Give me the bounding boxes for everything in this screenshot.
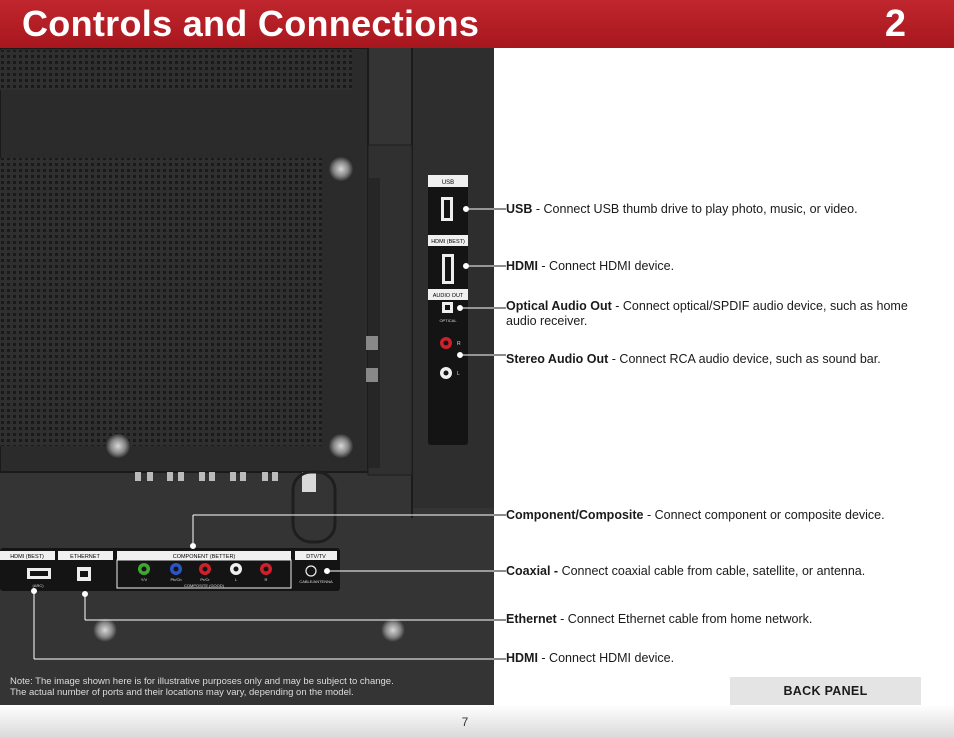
arc-label: (ARC) [32,583,44,588]
tv-back-panel-illustration: USB HDMI (BEST) AUDIO OUT OPTICAL R L HD… [0,48,494,705]
usb-text: - Connect USB thumb drive to play photo,… [532,202,858,216]
y-v-label: Y/V [141,577,148,582]
stereo-audio-term: Stereo Audio Out [506,352,609,366]
pr-cr-label: Pr/Cr [200,577,210,582]
hdmi-bottom-text: - Connect HDMI device. [537,651,675,665]
usb-term: USB [506,202,533,216]
side-usb-label: USB [442,180,454,186]
coaxial-description: Coaxial - Connect coaxial cable from cab… [506,564,946,579]
r-label: R [265,577,268,582]
illustration-note: Note: The image shown here is for illust… [10,676,394,698]
hdmi-side-description: HDMI - Connect HDMI device. [506,259,926,274]
side-optical-label: OPTICAL [439,318,457,323]
page-title: Controls and Connections [22,3,480,44]
side-audio-out-label: AUDIO OUT [433,293,464,299]
hdmi-side-text: - Connect HDMI device. [537,259,675,273]
chapter-number: 2 [884,3,906,45]
ethernet-label: ETHERNET [70,554,100,560]
optical-audio-description: Optical Audio Out - Connect optical/SPDI… [506,299,926,329]
composite-label: COMPOSITE (GOOD) [184,583,225,588]
stereo-audio-text: - Connect RCA audio device, such as soun… [608,352,881,366]
optical-audio-term: Optical Audio Out [506,299,612,313]
page-number: 7 [461,715,469,729]
dtv-tv-label: DTV/TV [306,554,326,560]
optical-audio-text: - Connect optical/SPDIF audio device, su… [506,299,908,328]
stereo-audio-description: Stereo Audio Out - Connect RCA audio dev… [506,352,946,367]
callout-line-extensions [494,208,506,660]
component-description: Component/Composite - Connect component … [506,508,946,523]
usb-description: USB - Connect USB thumb drive to play ph… [506,202,926,217]
note-line-2: The actual number of ports and their loc… [10,687,354,698]
ethernet-text: - Connect Ethernet cable from home netwo… [556,612,813,626]
hdmi-bottom-term: HDMI [506,651,538,665]
tv-back-panel-photo: USB HDMI (BEST) AUDIO OUT OPTICAL R L HD… [0,48,494,705]
footer-bar: 7 [0,705,954,738]
bottom-hdmi-label: HDMI (BEST) [10,554,44,560]
component-term: Component/Composite [506,508,644,522]
l-label: L [235,577,238,582]
component-text: - Connect component or composite device. [643,508,885,522]
side-l-label: L [457,371,460,377]
header-bar: Controls and Connections 2 [0,0,954,48]
ethernet-term: Ethernet [506,612,557,626]
back-panel-label: BACK PANEL [730,677,921,705]
note-line-1: Note: The image shown here is for illust… [10,676,394,687]
hdmi-side-term: HDMI [506,259,538,273]
hdmi-bottom-description: HDMI - Connect HDMI device. [506,651,926,666]
side-hdmi-label: HDMI (BEST) [431,239,465,245]
component-label: COMPONENT (BETTER) [173,554,236,560]
cable-antenna-label: CABLE/ANTENNA [299,579,333,584]
coaxial-text: Connect coaxial cable from cable, satell… [558,564,866,578]
coaxial-term: Coaxial - [506,564,559,578]
pb-cb-label: Pb/Cb [170,577,182,582]
side-r-label: R [457,341,461,347]
ethernet-description: Ethernet - Connect Ethernet cable from h… [506,612,946,627]
